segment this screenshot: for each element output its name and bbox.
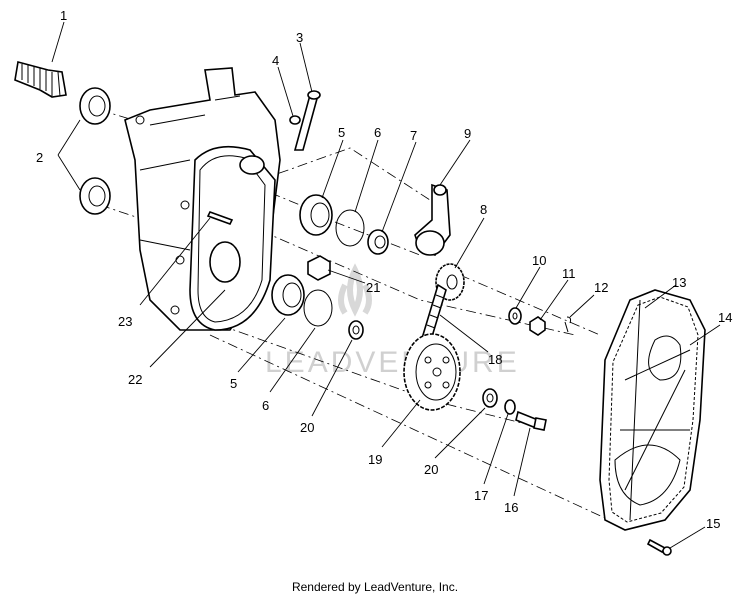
collar-7 bbox=[367, 229, 389, 255]
callout-10: 10 bbox=[532, 253, 546, 268]
callout-1: 1 bbox=[60, 8, 67, 23]
screw-15 bbox=[646, 538, 672, 556]
callout-13: 13 bbox=[672, 275, 686, 290]
callout-5-lower: 5 bbox=[230, 376, 237, 391]
callout-3: 3 bbox=[296, 30, 303, 45]
callout-14: 14 bbox=[718, 310, 732, 325]
callout-21: 21 bbox=[366, 280, 380, 295]
callout-17: 17 bbox=[474, 488, 488, 503]
tensioner-arm bbox=[414, 183, 451, 256]
stud-23 bbox=[206, 211, 234, 225]
callout-2: 2 bbox=[36, 150, 43, 165]
callout-15: 15 bbox=[706, 516, 720, 531]
callout-4: 4 bbox=[272, 53, 279, 68]
watermark-text: LEADVENTURE bbox=[265, 346, 520, 379]
callout-9: 9 bbox=[464, 126, 471, 141]
callout-23: 23 bbox=[118, 314, 132, 329]
lower-gear bbox=[403, 333, 461, 411]
callout-7: 7 bbox=[410, 128, 417, 143]
callout-6-lower: 6 bbox=[262, 398, 269, 413]
leader-lines bbox=[51, 21, 721, 549]
callout-6-upper: 6 bbox=[374, 125, 381, 140]
bearing-lower bbox=[271, 274, 305, 316]
callout-16: 16 bbox=[504, 500, 518, 515]
callout-20-upper: 20 bbox=[300, 420, 314, 435]
oil-seals bbox=[79, 87, 111, 215]
washer-10 bbox=[508, 307, 522, 325]
input-shaft bbox=[14, 61, 67, 98]
cotter-pin-12 bbox=[564, 316, 572, 333]
nut-11 bbox=[529, 316, 546, 336]
chaincase-housing bbox=[124, 67, 281, 331]
washer-17 bbox=[504, 399, 516, 415]
bolt-16 bbox=[515, 410, 547, 431]
callout-18: 18 bbox=[488, 352, 502, 367]
chaincase-cover bbox=[599, 289, 706, 531]
washer-20-lower bbox=[482, 388, 498, 408]
callout-8: 8 bbox=[480, 202, 487, 217]
snap-ring-lower bbox=[303, 289, 333, 327]
callout-19: 19 bbox=[368, 452, 382, 467]
render-credit: Rendered by LeadVenture, Inc. bbox=[291, 580, 459, 594]
nut-21 bbox=[307, 255, 331, 281]
bearing-upper bbox=[299, 194, 333, 236]
callout-22: 22 bbox=[128, 372, 142, 387]
callouts: 1 2 3 4 5 6 7 9 8 10 11 12 13 14 21 23 2… bbox=[36, 8, 732, 531]
washer-4 bbox=[289, 115, 301, 125]
callout-20-lower: 20 bbox=[424, 462, 438, 477]
washer-20-upper bbox=[348, 320, 364, 340]
bolt-3 bbox=[293, 90, 321, 151]
callout-12: 12 bbox=[594, 280, 608, 295]
chain bbox=[419, 283, 447, 352]
callout-11: 11 bbox=[562, 266, 576, 281]
exploded-view: LEADVENTURE bbox=[14, 8, 732, 556]
callout-5-upper: 5 bbox=[338, 125, 345, 140]
watermark: LEADVENTURE bbox=[265, 263, 520, 379]
snap-ring-upper bbox=[335, 209, 365, 247]
